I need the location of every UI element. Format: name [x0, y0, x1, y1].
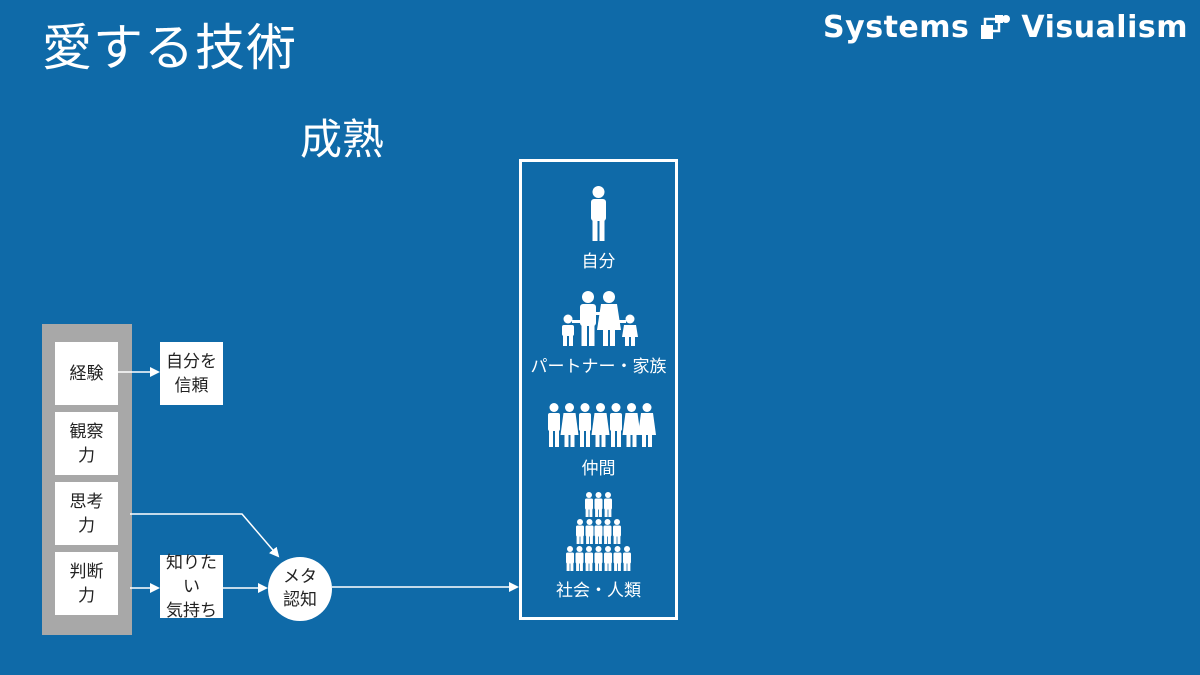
brand-right-text: Visualism: [1021, 9, 1188, 45]
level-self-label: 自分: [581, 252, 616, 272]
systems-visualism-logo-icon: [981, 15, 1011, 39]
skill-box-judgment: 判断 力: [55, 552, 118, 615]
level-family-label: パートナー・家族: [530, 357, 667, 377]
person-icon: [591, 186, 606, 241]
skill-box-observation: 観察 力: [55, 412, 118, 475]
skill-box-experience: 経験: [55, 342, 118, 405]
self-trust-box: 自分を 信頼: [160, 342, 223, 405]
level-peers-label: 仲間: [581, 459, 616, 479]
brand-logo: Systems Visualism: [823, 6, 1188, 48]
curiosity-box: 知りたい 気持ち: [160, 553, 223, 621]
page-title: 愛する技術: [42, 19, 297, 77]
skill-box-thinking: 思考 力: [55, 482, 118, 545]
family-icon: [562, 291, 638, 346]
metacognition-node: メタ 認知: [268, 557, 332, 621]
society-icon: [566, 492, 631, 571]
maturity-frame: [519, 159, 678, 620]
level-society-label: 社会・人類: [556, 581, 641, 601]
brand-left-text: Systems: [823, 9, 970, 45]
page-subtitle: 成熟: [300, 115, 385, 164]
peers-icon: [548, 403, 656, 447]
